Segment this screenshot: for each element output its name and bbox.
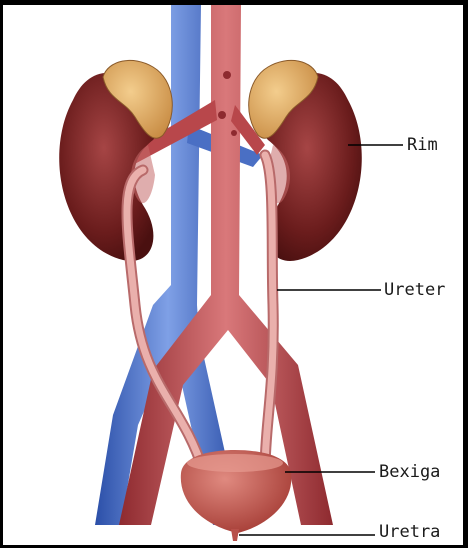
label-rim: Rim <box>407 137 438 154</box>
label-uretra: Uretra <box>379 524 440 541</box>
label-ureter: Ureter <box>384 282 445 299</box>
urethra <box>231 529 239 541</box>
label-bexiga: Bexiga <box>379 464 440 481</box>
bladder <box>181 450 292 533</box>
right-ureter <box>265 155 273 470</box>
